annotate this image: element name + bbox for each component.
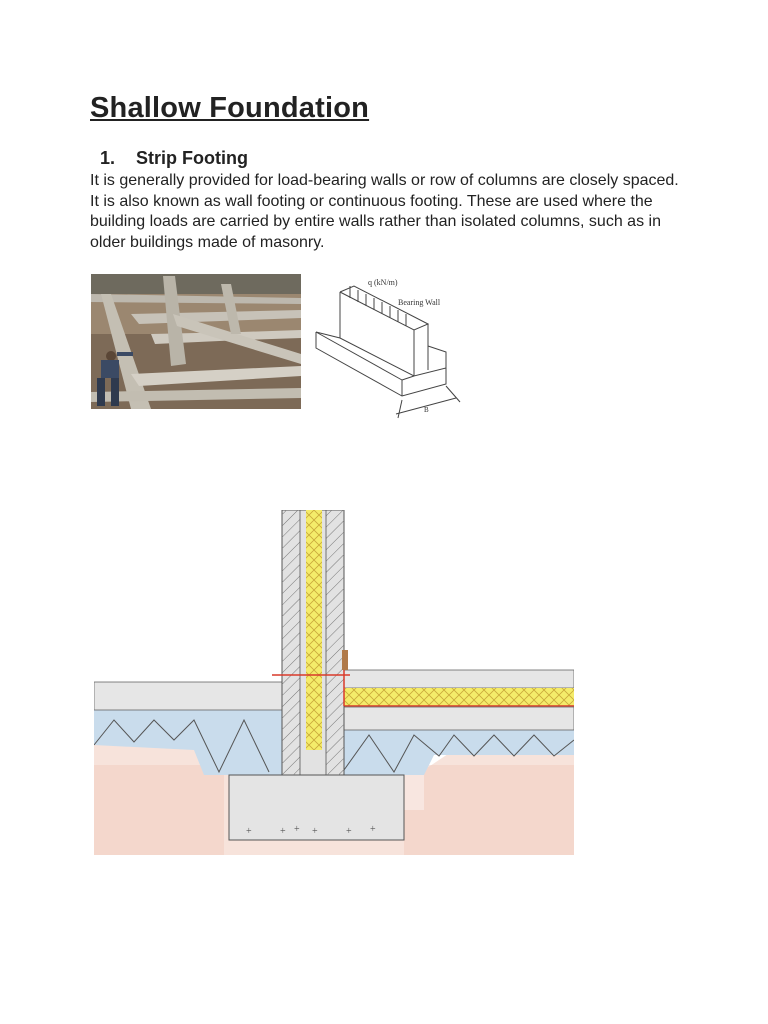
strip-footing-photo [91,274,301,409]
svg-text:+: + [346,826,352,837]
load-label: q (kN/m) [368,278,398,287]
bearing-wall-diagram: q (kN/m) Bearing Wall B [315,278,461,419]
svg-text:+: + [312,826,318,837]
photo-illustration [91,274,301,409]
section-heading-text: Strip Footing [136,148,248,168]
section-paragraph: It is generally provided for load-bearin… [90,172,679,251]
wall-label: Bearing Wall [398,298,441,307]
svg-text:+: + [280,826,286,837]
width-label: B [424,406,429,414]
svg-text:+: + [294,824,300,835]
page-title: Shallow Foundation [90,92,370,124]
section-heading: 1. Strip Footing [100,148,248,169]
section-number: 1. [100,148,116,168]
svg-text:+: + [370,824,376,835]
svg-text:+: + [246,826,252,837]
strip-footing-section-drawing: + + + + + + [94,510,574,855]
